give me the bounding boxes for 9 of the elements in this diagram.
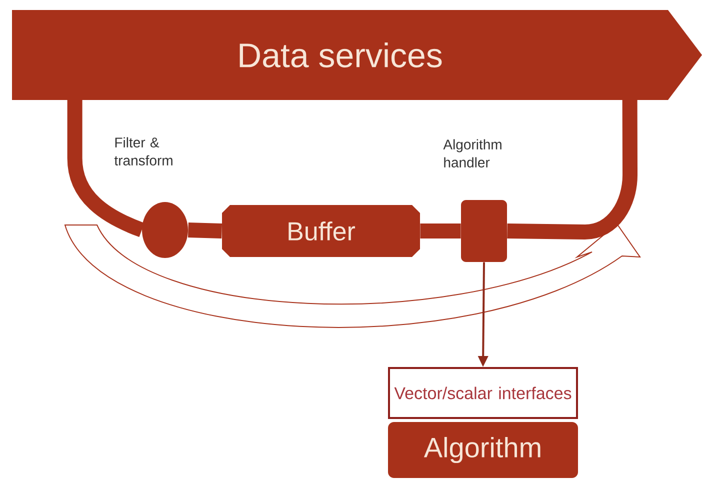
buffer-box: Buffer <box>222 205 420 257</box>
pipe <box>507 98 638 240</box>
node-label: Algorithm handler <box>443 139 502 168</box>
pipe <box>420 224 461 238</box>
pipe <box>67 98 145 237</box>
node-label: Filter & transform <box>114 137 172 166</box>
pipe <box>188 222 222 238</box>
interface-box: Vector/scalar interfaces <box>388 367 578 419</box>
algorithm-box: Algorithm <box>388 422 578 478</box>
